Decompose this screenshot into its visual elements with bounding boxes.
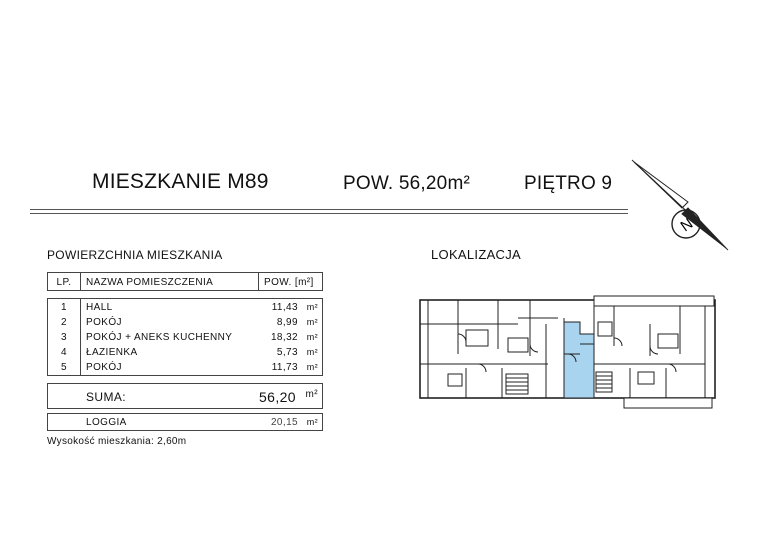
sum-unit: m² xyxy=(305,389,318,400)
sum-value: 56,20 xyxy=(258,389,296,405)
loggia-label: LOGGIA xyxy=(86,417,127,428)
room-area: 5,73 xyxy=(276,347,298,358)
room-area: 8,99 xyxy=(276,317,298,328)
loggia-box: LOGGIA 20,15 m² xyxy=(47,413,323,431)
header-rule-bottom xyxy=(30,213,628,214)
room-lp: 1 xyxy=(61,302,67,313)
room-area: 11,43 xyxy=(271,302,298,313)
col-name: NAZWA POMIESZCZENIA xyxy=(86,277,214,288)
area-section-title: POWIERZCHNIA MIESZKANIA xyxy=(47,248,223,262)
table-header: LP. NAZWA POMIESZCZENIA POW. [m²] xyxy=(47,272,323,291)
room-unit: m² xyxy=(306,317,318,327)
room-name: POKÓJ xyxy=(86,317,122,328)
room-unit: m² xyxy=(306,302,318,312)
room-lp: 4 xyxy=(61,347,67,358)
location-section-title: LOKALIZACJA xyxy=(431,247,521,262)
room-lp: 5 xyxy=(61,362,67,373)
room-lp: 2 xyxy=(61,317,67,328)
north-arrow-icon: N xyxy=(631,159,729,251)
highlighted-apartment xyxy=(563,318,595,399)
table-row: 5 POKÓJ 11,73 m² xyxy=(48,362,322,374)
room-name: POKÓJ + ANEKS KUCHENNY xyxy=(86,332,233,343)
room-area: 18,32 xyxy=(270,332,298,343)
apartment-floor: PIĘTRO 9 xyxy=(524,173,613,194)
table-row: 4 ŁAZIENKA 5,73 m² xyxy=(48,347,322,359)
apartment-title: MIESZKANIE M89 xyxy=(92,170,269,193)
room-name: POKÓJ xyxy=(86,362,122,373)
sum-label: SUMA: xyxy=(86,390,127,404)
loggia-unit: m² xyxy=(306,417,318,427)
room-name: HALL xyxy=(86,302,113,313)
room-name: ŁAZIENKA xyxy=(86,347,138,358)
table-row: 3 POKÓJ + ANEKS KUCHENNY 18,32 m² xyxy=(48,332,322,344)
header-rule-top xyxy=(30,209,628,210)
table-row: 1 HALL 11,43 m² xyxy=(48,302,322,314)
col-lp: LP. xyxy=(56,277,72,288)
room-lp: 3 xyxy=(61,332,67,343)
height-note: Wysokość mieszkania: 2,60m xyxy=(47,436,187,447)
floor-plan xyxy=(419,295,716,409)
col-area: POW. [m²] xyxy=(264,277,314,288)
room-unit: m² xyxy=(306,362,318,372)
loggia-value: 20,15 xyxy=(270,417,298,428)
table-row: 2 POKÓJ 8,99 m² xyxy=(48,317,322,329)
room-unit: m² xyxy=(306,332,318,342)
room-unit: m² xyxy=(306,347,318,357)
sum-box: SUMA: 56,20 m² xyxy=(47,383,323,409)
apartment-area: POW. 56,20m² xyxy=(343,173,470,194)
room-area: 11,73 xyxy=(271,362,298,373)
rooms-table: 1 HALL 11,43 m² 2 POKÓJ 8,99 m² 3 POKÓJ … xyxy=(47,298,323,376)
